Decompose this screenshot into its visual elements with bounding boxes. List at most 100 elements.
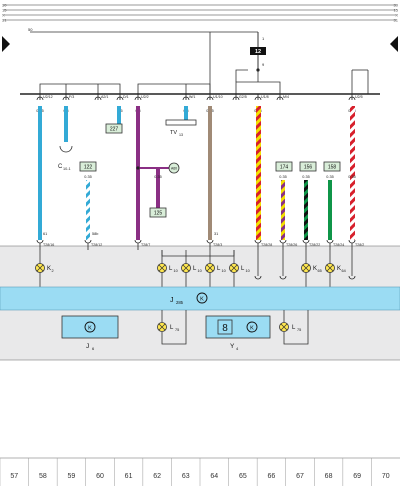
lead: [161, 310, 187, 345]
terminal-pin-icon: [279, 239, 287, 244]
j6-sub: 6: [92, 346, 95, 351]
lower-components: K J 6 L 75 8 K Y 4 L 75: [61, 310, 309, 351]
lamp-cross: [36, 264, 44, 272]
fuse-12-label: 12: [255, 49, 261, 55]
supply-rails: 30 15 X 31 30 15 X 31: [2, 3, 399, 23]
rail-label-left: 31: [2, 18, 7, 23]
component-box-156-label: 156: [304, 165, 313, 171]
terminal-pin-icon: [302, 239, 310, 244]
wire-purple: [156, 168, 160, 208]
lamp-cross: [158, 323, 166, 331]
wire-brown: [208, 106, 212, 240]
ruler-number: 57: [10, 473, 18, 480]
wire-blue: [117, 106, 121, 124]
fuse-top-pin-label: 1: [262, 36, 265, 41]
fuse-bottom-pin-label: 9: [262, 62, 265, 67]
lamp-cross: [230, 264, 238, 272]
terminal-pin-icon: [134, 239, 142, 244]
tv13-label: TV: [170, 130, 177, 136]
ruler-number: 63: [182, 473, 190, 480]
wire-gauge: 0.35: [326, 175, 333, 179]
ruler-number: 60: [96, 473, 104, 480]
component-box-156: [299, 161, 317, 172]
ruler-number: 70: [382, 473, 390, 480]
junction-dot: [136, 166, 140, 170]
l75b-label: L: [292, 325, 296, 331]
k-terminal-icon-glyph: K: [88, 325, 92, 331]
wire-gauge: 0.35: [302, 175, 309, 179]
ruler-number: 66: [268, 473, 276, 480]
component-box-158-label: 158: [328, 165, 337, 171]
ruler-number: 69: [353, 473, 361, 480]
wire-gauge: 0.35: [348, 175, 355, 179]
k-terminal-icon: [84, 321, 96, 333]
connector-code: G2/5: [239, 95, 247, 99]
wire-blue-white: [86, 180, 90, 240]
connector-code: F/3: [69, 95, 74, 99]
connector-code: A2/1: [101, 95, 108, 99]
connector-code: U1/10: [213, 95, 223, 99]
connector-code: M/4: [283, 95, 289, 99]
fuse-lead: [235, 69, 248, 82]
next-page-arrow-icon[interactable]: [390, 36, 398, 52]
prev-page-arrow-icon[interactable]: [2, 36, 10, 52]
l75b-sub: 75: [297, 328, 301, 332]
wires: [38, 106, 355, 240]
components: C 10-1 227 122 A60 125 TV 13 174 156 158…: [43, 119, 341, 236]
lamp-cross: [280, 323, 288, 331]
terminal-pin-icon: [348, 239, 356, 244]
wire-gauge: 0.35: [154, 175, 161, 179]
lamp-label: K: [337, 266, 341, 272]
terminal-pin-icon: [254, 239, 262, 244]
j285-sub: 285: [176, 300, 184, 305]
wire-purple: [136, 106, 140, 240]
connector-code: W/1: [189, 95, 195, 99]
wire-yellow-purple: [281, 180, 285, 240]
lamp-sub: 10: [222, 269, 226, 273]
segment-display-glyph: 8: [222, 323, 228, 334]
lamp-sub: 65: [318, 269, 322, 273]
fuse-12-box: [250, 47, 266, 55]
terminal-pin-icon: [206, 239, 214, 244]
terminal-pin-icon: [326, 239, 334, 244]
ruler-number: 61: [125, 473, 133, 480]
bracket: [137, 83, 211, 94]
mid-pin-label: 31: [214, 232, 218, 236]
lamp-label: L: [241, 266, 245, 272]
j285-label: J: [170, 297, 174, 304]
distribution-bar: [20, 32, 380, 95]
connector-code: U1/8: [261, 95, 269, 99]
component-box-125: [149, 207, 167, 218]
k-terminal-icon: [196, 292, 208, 304]
ruler-number: 59: [68, 473, 76, 480]
sensor-c-label: C: [58, 164, 63, 170]
terminal-pin-icon: [348, 275, 356, 280]
sensor-c-sub: 10-1: [63, 167, 71, 171]
k-terminal-icon: [246, 321, 258, 333]
l75a-label: L: [170, 325, 174, 331]
terminal-pin-icon: [254, 275, 262, 280]
terminal-label: T28/2: [355, 243, 364, 247]
y4-sub: 4: [236, 346, 239, 351]
terminal-pin-icon: [279, 275, 287, 280]
segment-display: [217, 319, 233, 335]
rail-label-left: 15: [2, 8, 7, 13]
j6-label: J: [86, 343, 89, 350]
k-terminal-icon-glyph: K: [200, 296, 204, 302]
lamp-sub: 2: [52, 269, 54, 273]
lamp-sub: 10: [246, 269, 250, 273]
lamp-cross: [158, 264, 166, 272]
node-a60-label: A60: [171, 167, 177, 171]
lamp-sub: 10: [198, 269, 202, 273]
wire-yellow-red: [256, 106, 261, 240]
component-box-122-label: 122: [84, 165, 93, 171]
lead: [283, 310, 309, 345]
connector-code: U2/5: [355, 95, 363, 99]
ruler-number: 65: [239, 473, 247, 480]
component-box-174: [275, 161, 293, 172]
rail-label-right: 30: [394, 3, 399, 8]
